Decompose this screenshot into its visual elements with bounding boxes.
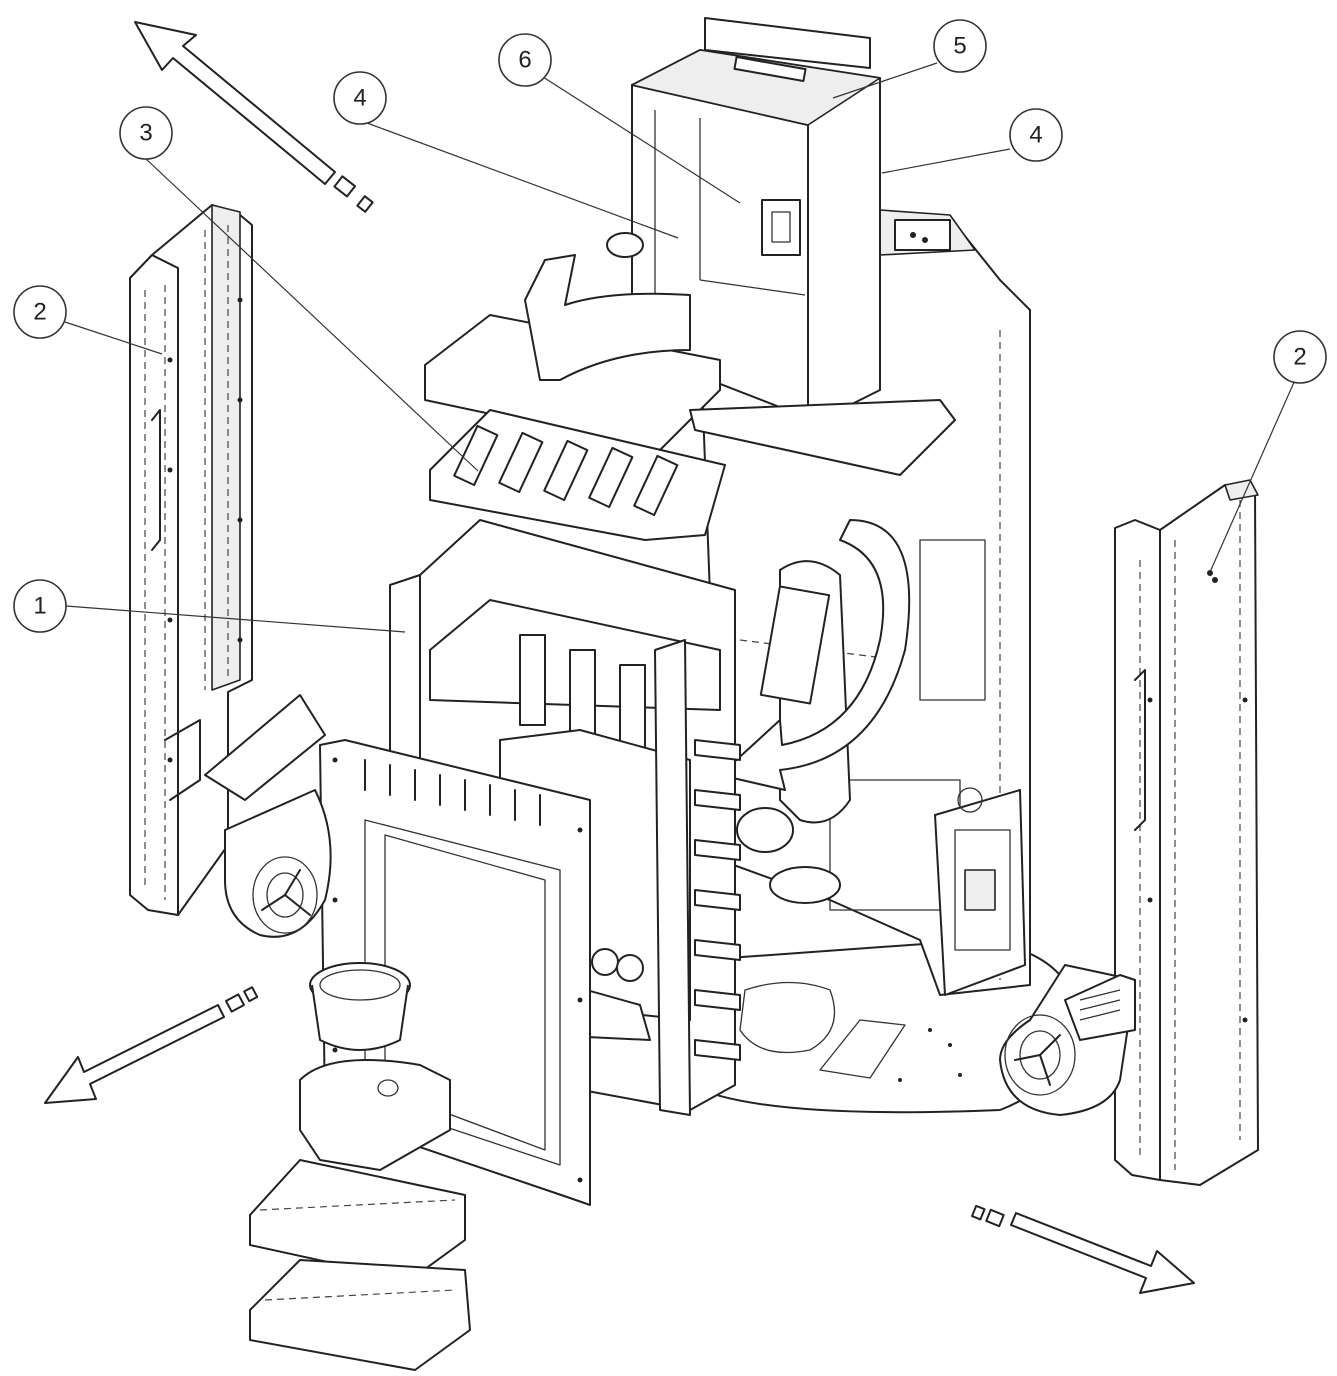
ash-drawer-upper bbox=[249, 1159, 466, 1281]
callout-5: 5 bbox=[933, 19, 987, 73]
grate-bars bbox=[453, 424, 679, 517]
callout-4-left-label: 4 bbox=[353, 85, 366, 112]
callout-6: 6 bbox=[498, 33, 552, 87]
side-panel-right bbox=[1114, 479, 1259, 1186]
callout-4-left: 4 bbox=[333, 71, 387, 125]
callout-5-label: 5 bbox=[953, 33, 966, 60]
hopper-assembly bbox=[606, 17, 881, 421]
arrow-down-right bbox=[971, 1204, 1195, 1294]
callout-3: 3 bbox=[119, 106, 173, 160]
callout-2-right-label: 2 bbox=[1293, 344, 1306, 371]
rotation-arrow bbox=[719, 519, 911, 791]
burner-housing bbox=[299, 1059, 451, 1171]
callout-2-right: 2 bbox=[1273, 330, 1327, 384]
heat-exchanger-fins bbox=[694, 739, 741, 1061]
leader-lines bbox=[64, 62, 1296, 633]
side-panel-left bbox=[129, 204, 253, 916]
perforated-panel-upper bbox=[919, 539, 986, 701]
callout-4-right: 4 bbox=[1009, 108, 1063, 162]
callout-2-left: 2 bbox=[13, 285, 67, 339]
ash-drawer-lower bbox=[249, 1259, 471, 1371]
brazier-pot bbox=[309, 962, 411, 1051]
arrow-up-left bbox=[134, 21, 374, 213]
upper-plate bbox=[424, 254, 956, 541]
callout-6-label: 6 bbox=[518, 47, 531, 74]
control-board bbox=[934, 787, 1026, 996]
arrow-down-left bbox=[44, 986, 259, 1104]
callout-2-left-label: 2 bbox=[33, 299, 46, 326]
callout-4-right-label: 4 bbox=[1029, 122, 1042, 149]
fan-left bbox=[204, 694, 332, 938]
callout-3-label: 3 bbox=[139, 120, 152, 147]
door-slots bbox=[364, 759, 541, 826]
fan-right bbox=[999, 964, 1136, 1116]
callout-1-label: 1 bbox=[33, 593, 46, 620]
callout-1: 1 bbox=[13, 579, 67, 633]
